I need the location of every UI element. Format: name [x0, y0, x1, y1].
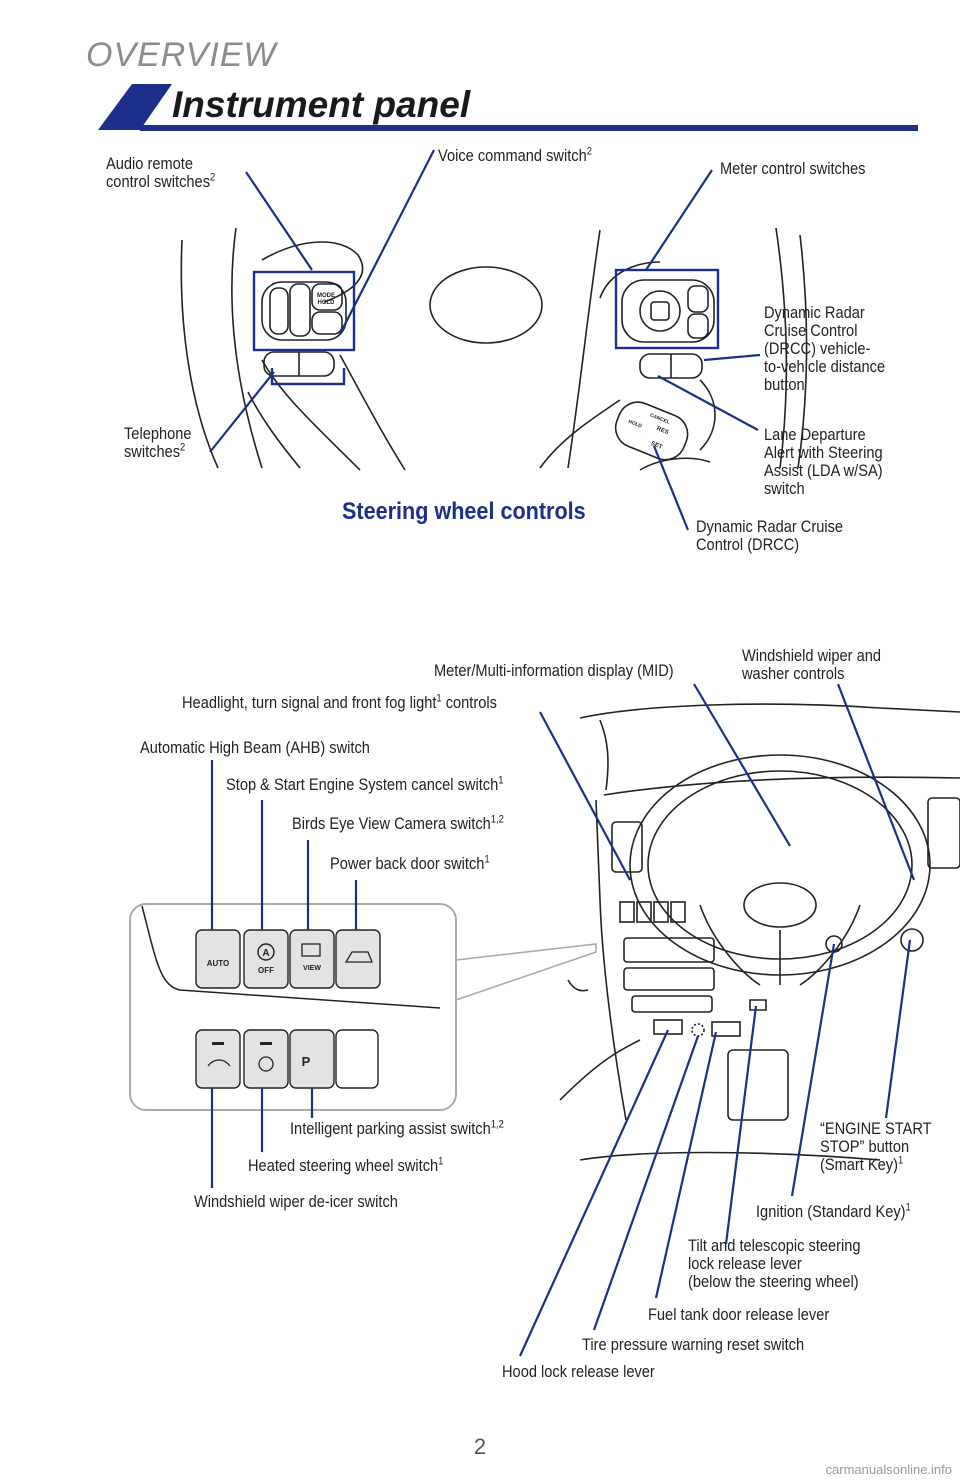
label-voice-command: Voice command switch2 — [438, 145, 592, 165]
label-deicer: Windshield wiper de-icer switch — [194, 1192, 398, 1211]
label-tire-pressure: Tire pressure warning reset switch — [582, 1335, 805, 1354]
birds-eye-switch-text: VIEW — [303, 965, 321, 972]
label-heated-wheel: Heated steering wheel switch1 — [248, 1155, 444, 1175]
deicer-indicator — [212, 1042, 224, 1045]
label-mid: Meter/Multi-information display (MID) — [434, 661, 674, 680]
title-banner — [98, 84, 918, 131]
dashboard-illustration — [559, 703, 960, 1161]
set-label: SET — [650, 441, 663, 451]
heated-wheel-indicator — [260, 1042, 272, 1045]
label-parking-assist: Intelligent parking assist switch1,2 — [290, 1118, 504, 1138]
res-label: RES — [656, 426, 670, 436]
panel-callout-lines — [210, 683, 916, 1357]
label-ahb: Automatic High Beam (AHB) switch — [140, 738, 370, 757]
label-headlight: Headlight, turn signal and front fog lig… — [182, 692, 497, 712]
label-birds-eye: Birds Eye View Camera switch1,2 — [292, 813, 504, 833]
mode-label: MODE — [317, 293, 335, 299]
stop-start-switch-off: OFF — [258, 966, 274, 975]
stop-start-switch-a: A — [262, 948, 269, 959]
wiper-icon — [207, 1059, 231, 1067]
switch-panel-zoom — [129, 903, 597, 1111]
watermark: carmanualsonline.info — [825, 1462, 952, 1477]
stop-start-icon — [257, 943, 275, 961]
page-title: Instrument panel — [172, 84, 471, 125]
heated-wheel-icon — [258, 1056, 274, 1072]
parking-switch-text: P — [302, 1054, 311, 1069]
camera-icon — [301, 943, 321, 957]
label-meter-control: Meter control switches — [720, 159, 866, 178]
section-header: OVERVIEW — [86, 36, 277, 74]
label-stop-start: Stop & Start Engine System cancel switch… — [226, 774, 504, 794]
hold-distance-label: HOLD — [627, 419, 643, 430]
label-hood-release: Hood lock release lever — [502, 1362, 655, 1381]
label-fuel-door: Fuel tank door release lever — [648, 1305, 830, 1324]
hold-label: HOLD — [318, 300, 336, 306]
ahb-switch-text: AUTO — [207, 959, 230, 968]
power-door-icon — [344, 951, 373, 963]
steering-callout-lines — [209, 149, 761, 531]
label-power-back-door: Power back door switch1 — [330, 853, 490, 873]
label-ignition: Ignition (Standard Key)1 — [756, 1201, 911, 1221]
steering-caption: Steering wheel controls — [342, 498, 586, 525]
cancel-label: CANCEL — [649, 412, 671, 425]
page-number: 2 — [473, 1434, 487, 1459]
